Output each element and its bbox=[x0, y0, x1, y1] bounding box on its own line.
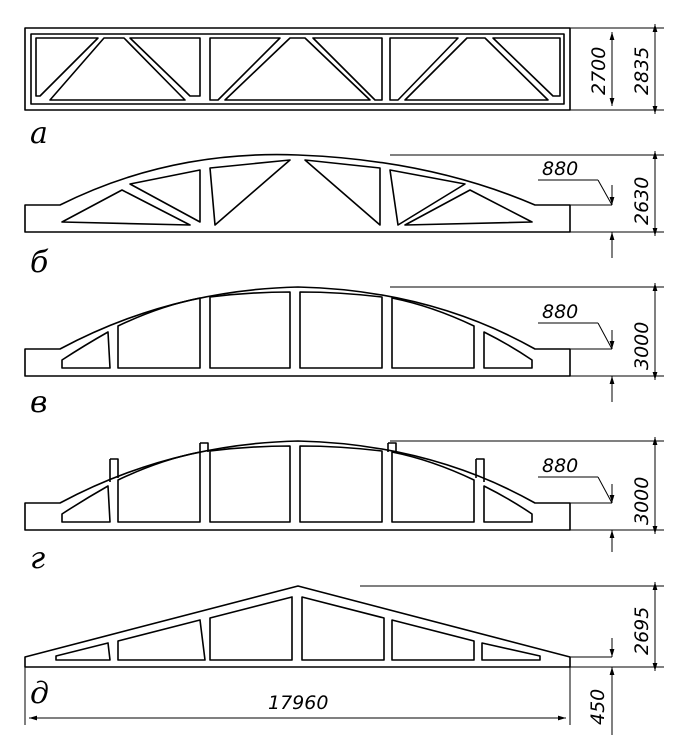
label-a: а bbox=[30, 116, 48, 151]
truss-d: 2695 450 д 17960 bbox=[24, 582, 664, 735]
dim-v-small: 880 bbox=[542, 301, 578, 323]
dim-b-height: 2630 bbox=[631, 177, 653, 225]
label-d: д bbox=[30, 676, 49, 711]
dim-d-height: 2695 bbox=[631, 607, 653, 655]
dim-g-height: 3000 bbox=[631, 477, 653, 525]
label-g: г bbox=[30, 541, 45, 576]
dim-a-outer: 2835 bbox=[631, 47, 653, 95]
label-v: в bbox=[30, 385, 47, 420]
truss-v: 880 3000 в bbox=[24, 283, 664, 420]
truss-g: 880 3000 г bbox=[24, 437, 664, 576]
truss-b: 880 2630 б bbox=[24, 151, 664, 280]
dim-span: 17960 bbox=[268, 692, 328, 714]
dim-g-small: 880 bbox=[542, 455, 578, 477]
truss-a: 2700 2835 а bbox=[24, 24, 664, 151]
dim-a-inner: 2700 bbox=[588, 47, 610, 95]
dim-v-height: 3000 bbox=[631, 322, 653, 370]
dim-d-support: 450 bbox=[587, 689, 609, 725]
label-b: б bbox=[30, 245, 49, 280]
dim-b-small: 880 bbox=[542, 158, 578, 180]
